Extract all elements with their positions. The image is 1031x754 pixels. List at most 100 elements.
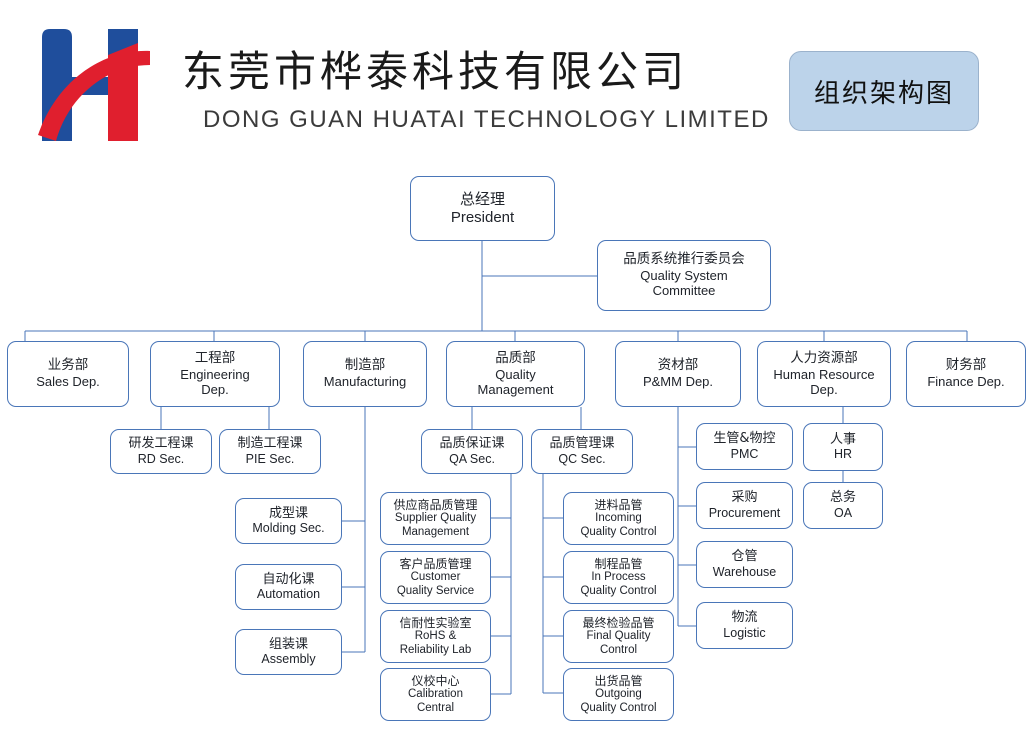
- node-quality-dep[interactable]: 品质部 Quality Management: [446, 341, 585, 407]
- node-rd-en: RD Sec.: [137, 451, 185, 466]
- node-pie-sec[interactable]: 制造工程课 PIE Sec.: [219, 429, 321, 474]
- node-assembly-cn: 组装课: [268, 636, 308, 652]
- node-hr-dep[interactable]: 人力资源部 Human Resource Dep.: [757, 341, 891, 407]
- node-pmc-en: PMC: [730, 446, 759, 461]
- node-sales-dep[interactable]: 业务部 Sales Dep.: [7, 341, 129, 407]
- node-sqm-en2: Management: [401, 525, 470, 538]
- node-hrdep-en: Human Resource: [773, 366, 875, 382]
- node-hrdep-cn: 人力资源部: [790, 349, 858, 366]
- node-warehouse-en: Warehouse: [712, 564, 777, 579]
- node-qsc-en2: Committee: [652, 283, 716, 299]
- node-warehouse-cn: 仓管: [731, 549, 758, 565]
- node-cqs-en: Customer: [410, 571, 461, 584]
- node-sqm-cn: 供应商品质管理: [393, 497, 478, 512]
- node-qsc-en: Quality System: [640, 268, 728, 284]
- node-qc-en: QC Sec.: [558, 451, 606, 466]
- page-header: 东莞市桦泰科技有限公司 DONG GUAN HUATAI TECHNOLOGY …: [0, 0, 1031, 155]
- node-hr[interactable]: 人事 HR: [803, 423, 883, 471]
- node-pmc-cn: 生管&物控: [713, 431, 776, 447]
- node-iqc-cn: 进料品管: [594, 497, 643, 512]
- node-qa-en: QA Sec.: [449, 451, 495, 466]
- node-sales-en: Sales Dep.: [36, 374, 100, 390]
- node-oa-cn: 总务: [829, 490, 856, 506]
- node-quality-en: Quality: [495, 366, 536, 382]
- chart-title-badge: 组织架构图: [789, 51, 979, 131]
- node-manufacturing-cn: 制造部: [344, 357, 386, 374]
- node-president[interactable]: 总经理 President: [410, 176, 555, 241]
- node-ipqc-cn: 制程品管: [594, 556, 643, 571]
- node-finance-cn: 财务部: [945, 357, 987, 374]
- node-automation-cn: 自动化课: [262, 571, 315, 587]
- node-molding-cn: 成型课: [268, 505, 308, 521]
- node-oqc-en2: Quality Control: [580, 701, 657, 714]
- node-pie-cn: 制造工程课: [237, 436, 303, 452]
- node-assembly-sec[interactable]: 组装课 Assembly: [235, 629, 342, 675]
- node-ipqc-en2: Quality Control: [580, 584, 657, 597]
- node-manufacturing-en: Manufacturing: [323, 374, 407, 390]
- node-hr-cn: 人事: [829, 431, 856, 447]
- node-engineering-en2: Dep.: [201, 381, 229, 397]
- node-rd-cn: 研发工程课: [128, 436, 194, 452]
- node-qsc-cn: 品质系统推行委员会: [623, 251, 745, 268]
- node-final-quality-control[interactable]: 最终检验品管 Final Quality Control: [563, 610, 674, 663]
- node-oqc-cn: 出货品管: [594, 673, 643, 688]
- node-procurement[interactable]: 采购 Procurement: [696, 482, 793, 529]
- node-finance-dep[interactable]: 财务部 Finance Dep.: [906, 341, 1026, 407]
- node-rd-sec[interactable]: 研发工程课 RD Sec.: [110, 429, 212, 474]
- node-oa[interactable]: 总务 OA: [803, 482, 883, 529]
- node-qa-cn: 品质保证课: [439, 436, 505, 452]
- node-rohs-cn: 信耐性实验室: [399, 615, 472, 630]
- node-cqs-cn: 客户品质管理: [399, 556, 472, 571]
- node-fqc-en2: Control: [599, 643, 638, 656]
- node-qc-sec[interactable]: 品质管理课 QC Sec.: [531, 429, 633, 474]
- node-customer-quality-service[interactable]: 客户品质管理 Customer Quality Service: [380, 551, 491, 604]
- node-molding-sec[interactable]: 成型课 Molding Sec.: [235, 498, 342, 544]
- node-pie-en: PIE Sec.: [245, 451, 295, 466]
- node-outgoing-quality-control[interactable]: 出货品管 Outgoing Quality Control: [563, 668, 674, 721]
- node-warehouse[interactable]: 仓管 Warehouse: [696, 541, 793, 588]
- node-iqc-en: Incoming: [595, 512, 642, 525]
- node-automation-en: Automation: [256, 587, 321, 602]
- node-president-cn: 总经理: [459, 189, 505, 208]
- node-calib-cn: 仪校中心: [411, 673, 460, 688]
- node-in-process-quality-control[interactable]: 制程品管 In Process Quality Control: [563, 551, 674, 604]
- node-oqc-en: Outgoing: [595, 688, 642, 701]
- node-supplier-quality-management[interactable]: 供应商品质管理 Supplier Quality Management: [380, 492, 491, 545]
- node-pmm-en: P&MM Dep.: [642, 374, 714, 390]
- node-ipqc-en: In Process: [591, 571, 646, 584]
- node-cqs-en2: Quality Service: [396, 584, 475, 597]
- node-sales-cn: 业务部: [47, 357, 89, 374]
- node-engineering-en: Engineering: [180, 366, 250, 382]
- node-engineering-dep[interactable]: 工程部 Engineering Dep.: [150, 341, 280, 407]
- node-procurement-cn: 采购: [731, 490, 758, 506]
- node-hrdep-en2: Dep.: [810, 381, 838, 397]
- node-fqc-cn: 最终检验品管: [582, 615, 655, 630]
- node-incoming-quality-control[interactable]: 进料品管 Incoming Quality Control: [563, 492, 674, 545]
- node-rohs-en: RoHS &: [414, 630, 457, 643]
- node-logistic[interactable]: 物流 Logistic: [696, 602, 793, 649]
- node-oa-en: OA: [833, 505, 853, 520]
- node-calibration-central[interactable]: 仪校中心 Calibration Central: [380, 668, 491, 721]
- node-president-en: President: [450, 208, 515, 226]
- company-name-cn: 东莞市桦泰科技有限公司: [182, 47, 689, 96]
- node-pmm-cn: 资材部: [657, 357, 699, 374]
- node-pmm-dep[interactable]: 资材部 P&MM Dep.: [615, 341, 741, 407]
- node-assembly-en: Assembly: [261, 652, 316, 667]
- node-rohs-reliability-lab[interactable]: 信耐性实验室 RoHS & Reliability Lab: [380, 610, 491, 663]
- node-pmc[interactable]: 生管&物控 PMC: [696, 423, 793, 470]
- node-rohs-en2: Reliability Lab: [399, 643, 472, 656]
- node-qa-sec[interactable]: 品质保证课 QA Sec.: [421, 429, 523, 474]
- huatai-h-swoosh-logo: [38, 29, 150, 141]
- node-quality-system-committee[interactable]: 品质系统推行委员会 Quality System Committee: [597, 240, 771, 311]
- node-molding-en: Molding Sec.: [252, 521, 325, 536]
- node-automation-sec[interactable]: 自动化课 Automation: [235, 564, 342, 610]
- node-logistic-cn: 物流: [731, 610, 758, 626]
- node-procurement-en: Procurement: [708, 505, 781, 520]
- node-engineering-cn: 工程部: [194, 349, 236, 366]
- node-calib-en2: Central: [416, 701, 455, 714]
- node-quality-en2: Management: [477, 381, 554, 397]
- node-fqc-en: Final Quality: [586, 630, 651, 643]
- node-manufacturing-dep[interactable]: 制造部 Manufacturing: [303, 341, 427, 407]
